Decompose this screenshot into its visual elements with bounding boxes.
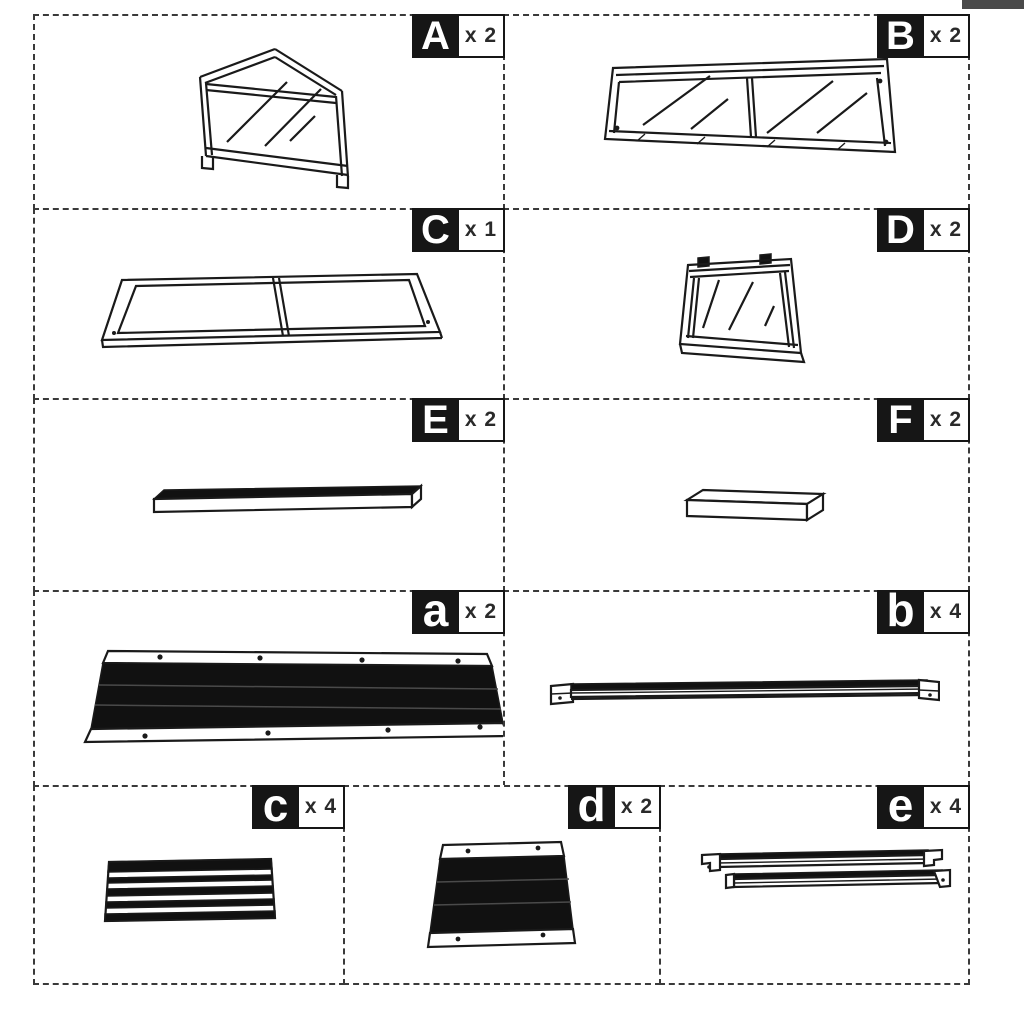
part-quantity: x 4 (924, 590, 970, 634)
part-quantity: x 4 (299, 785, 345, 829)
part-B-side-glass-panel-illustration (595, 54, 905, 186)
cell-upper-c: C x 1 (33, 208, 505, 400)
part-quantity: x 2 (924, 14, 970, 58)
part-letter-badge: b (877, 587, 924, 634)
part-b-profile-rail-illustration (545, 672, 940, 714)
part-d-corrugated-panel-illustration (413, 837, 593, 952)
part-quantity: x 4 (924, 785, 970, 829)
part-letter-badge: D (877, 208, 924, 252)
part-tag-E: E x 2 (412, 398, 505, 442)
part-quantity: x 2 (615, 785, 661, 829)
cell-upper-f: F x 2 (503, 398, 970, 592)
part-tag-B: B x 2 (877, 14, 970, 58)
part-tag-C: C x 1 (412, 208, 505, 252)
cell-upper-b: B x 2 (503, 14, 970, 210)
cell-lower-c: c x 4 (33, 782, 345, 985)
part-letter-badge: a (412, 587, 459, 634)
part-e-edge-rails-illustration (676, 842, 961, 907)
part-letter-badge: E (412, 398, 459, 442)
cell-upper-e: E x 2 (33, 398, 505, 592)
part-C-base-frame-illustration (90, 265, 450, 355)
part-A-gable-end-panel-illustration (175, 44, 405, 199)
part-letter-badge: C (412, 208, 459, 252)
cell-upper-a: A x 2 (33, 14, 505, 210)
part-letter-badge: e (877, 782, 924, 829)
part-a-corrugated-sheet-illustration (50, 647, 515, 752)
cell-upper-d: D x 2 (503, 208, 970, 400)
cell-lower-e: e x 4 (659, 782, 970, 985)
part-quantity: x 2 (459, 398, 505, 442)
part-tag-d: d x 2 (568, 782, 661, 829)
cell-lower-d: d x 2 (343, 782, 661, 985)
part-c-corrugated-piece-illustration (93, 852, 288, 932)
part-letter-badge: F (877, 398, 924, 442)
part-letter-badge: B (877, 14, 924, 58)
part-letter-badge: d (568, 782, 615, 829)
part-quantity: x 2 (924, 398, 970, 442)
part-quantity: x 2 (924, 208, 970, 252)
part-D-window-panel-illustration (665, 250, 810, 375)
part-quantity: x 2 (459, 14, 505, 58)
part-tag-F: F x 2 (877, 398, 970, 442)
part-tag-b: b x 4 (877, 587, 970, 634)
part-tag-D: D x 2 (877, 208, 970, 252)
part-E-long-board-illustration (140, 478, 430, 524)
part-letter-badge: c (252, 782, 299, 829)
cell-lower-b: b x 4 (503, 587, 970, 787)
part-tag-c: c x 4 (252, 782, 345, 829)
scan-artifact (962, 0, 1024, 9)
part-quantity: x 2 (459, 590, 505, 634)
part-tag-e: e x 4 (877, 782, 970, 829)
part-quantity: x 1 (459, 208, 505, 252)
part-letter-badge: A (412, 14, 459, 58)
part-tag-A: A x 2 (412, 14, 505, 58)
cell-lower-a: a x 2 (33, 587, 510, 787)
part-tag-a: a x 2 (412, 587, 505, 634)
part-F-short-board-illustration (675, 482, 835, 527)
